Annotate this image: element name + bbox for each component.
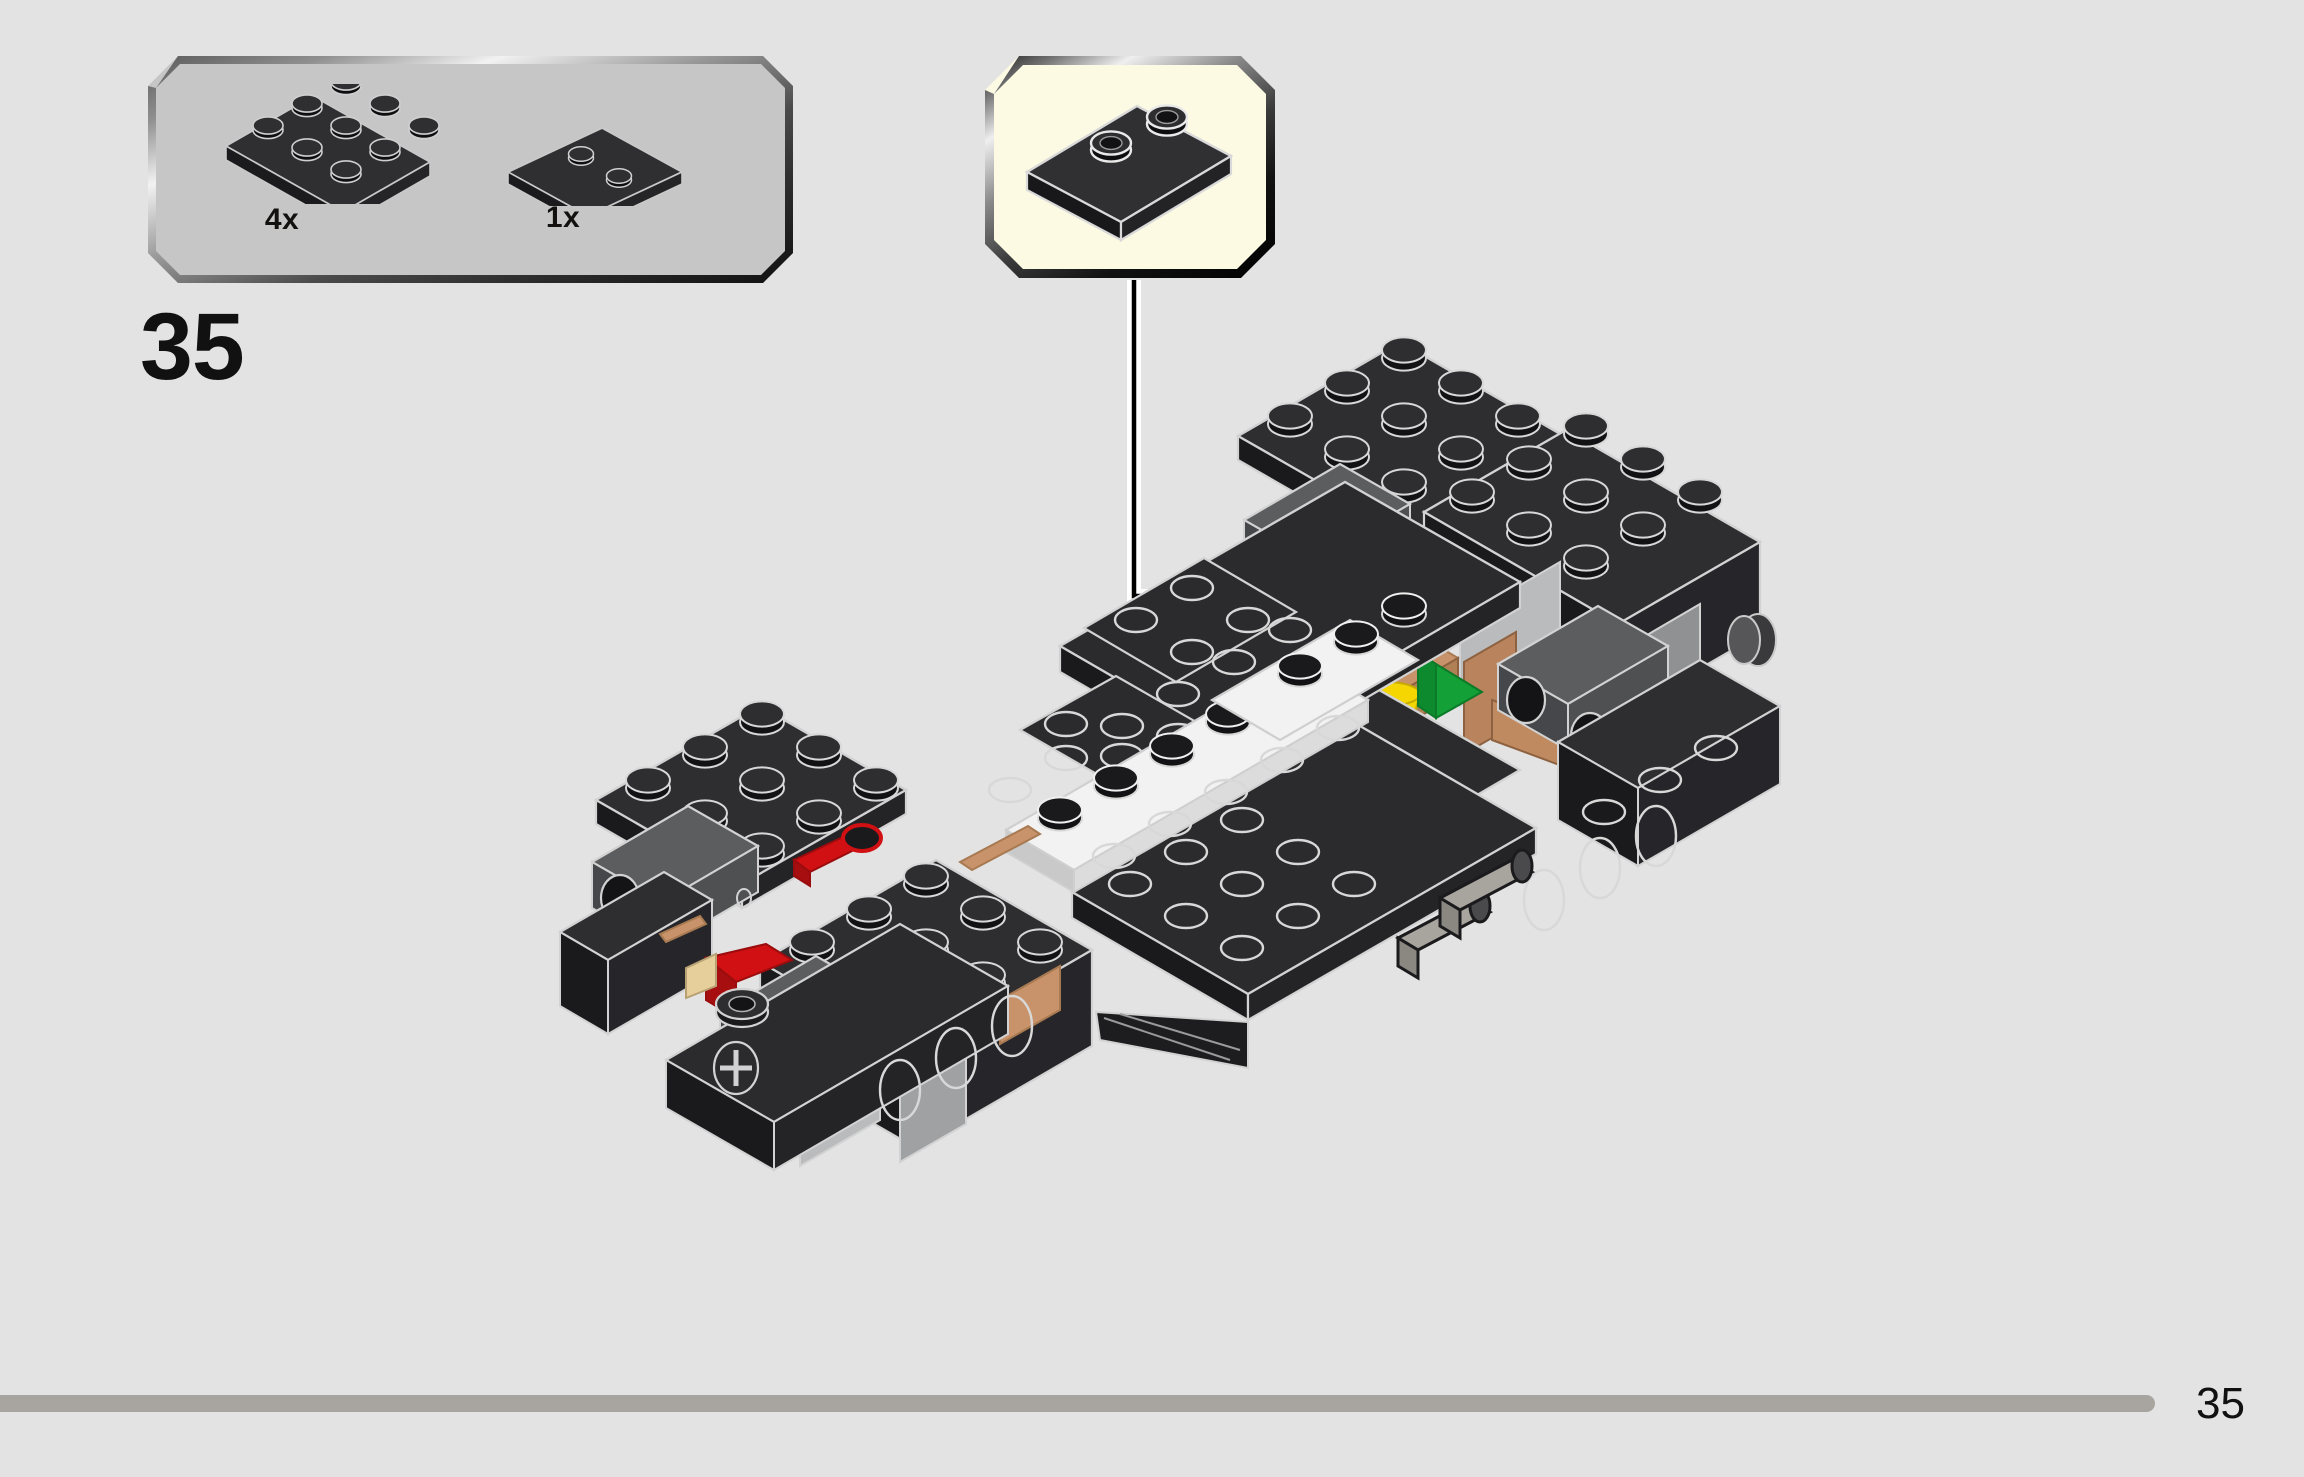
red-element-upper bbox=[792, 823, 883, 888]
front-tan-accent bbox=[658, 824, 1042, 944]
white-stripe-plates bbox=[1003, 592, 1427, 894]
step-number: 35 bbox=[140, 294, 245, 400]
front-round-plate bbox=[714, 987, 770, 1029]
part-entry-plate-3x3: 4x bbox=[208, 72, 448, 237]
front-cross-axle-hole bbox=[712, 1040, 760, 1096]
part-quantity-label: 4x bbox=[264, 203, 300, 236]
callout-box bbox=[985, 56, 1275, 278]
page-number: 35 bbox=[2196, 1379, 2245, 1428]
chassis-side-ring-studs bbox=[1522, 804, 1678, 932]
chassis-left-edge-plate bbox=[1081, 556, 1299, 684]
chassis-underside-shadow bbox=[1094, 1010, 1249, 1070]
part-quantity-label: 1x bbox=[545, 201, 581, 234]
rear-axle-pin bbox=[1727, 613, 1777, 667]
bottom-axle-pins bbox=[1394, 848, 1536, 981]
front-side-ring-studs bbox=[878, 994, 1034, 1122]
chassis-lower-plate bbox=[1069, 724, 1539, 1022]
parts-list-box: 4x 1x bbox=[148, 56, 793, 283]
rear-lower-black-brick bbox=[1555, 658, 1783, 868]
front-left-black-brick bbox=[557, 870, 715, 1036]
part-entry-plate-1x3: 1x bbox=[496, 126, 696, 235]
page-progress-bar bbox=[0, 1395, 2155, 1412]
callout-plate-1x3-icon bbox=[1024, 104, 1234, 242]
